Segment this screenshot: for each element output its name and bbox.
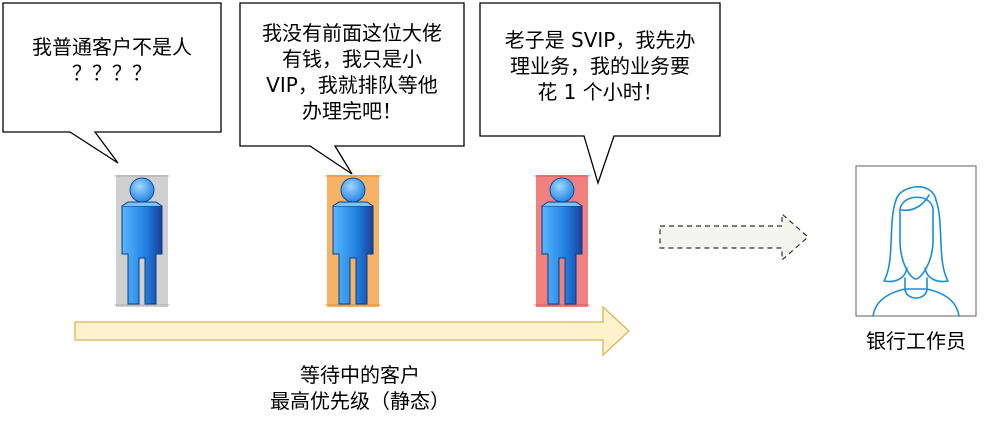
bubble-text-1: 我普通客户不是人 ？？？？ xyxy=(32,35,192,85)
speech-bubble-1 xyxy=(2,2,222,164)
speech-bubble-3 xyxy=(479,2,721,186)
speech-bubble-2 xyxy=(239,2,465,175)
customer-3 xyxy=(534,175,590,307)
dashed-arrow xyxy=(659,212,809,262)
worker-label: 银行工作员 xyxy=(866,329,966,353)
bubble-text-2: 我没有前面这位大佬 有钱，我只是小 VIP，我就排队等他 办理完吧！ xyxy=(262,21,442,123)
bubble-text-3: 老子是 SVIP，我先办 理业务，我的业务要 花 1 个小时！ xyxy=(504,28,696,104)
bank-worker xyxy=(855,165,977,317)
queue-arrow xyxy=(74,305,630,357)
customer-2 xyxy=(325,175,381,307)
worker-frame xyxy=(855,165,977,317)
customer-1 xyxy=(114,175,170,307)
queue-label: 等待中的客户 最高优先级（静态） xyxy=(270,363,450,413)
worker-icon xyxy=(872,186,960,317)
